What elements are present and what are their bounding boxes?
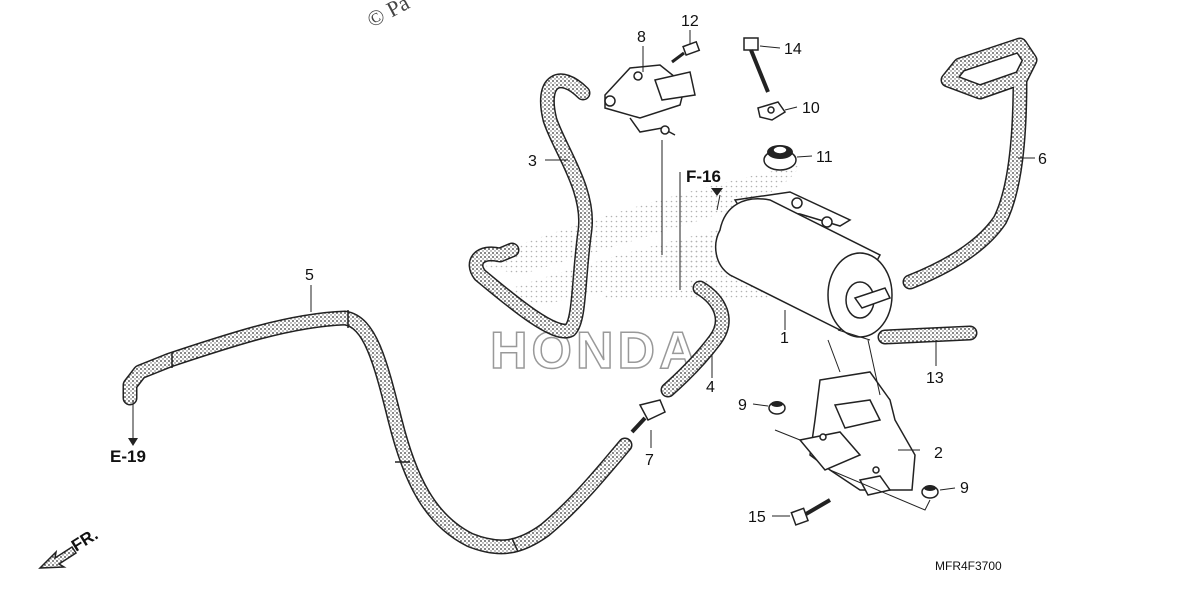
hose-4 <box>660 280 730 398</box>
callout-1: 1 <box>780 330 789 347</box>
callout-10: 10 <box>802 100 820 117</box>
figure-code: MFR4F3700 <box>935 559 1002 573</box>
hose-6 <box>902 37 1038 290</box>
front-direction-arrow-icon <box>38 545 78 569</box>
reference-f16: F-16 <box>686 167 721 186</box>
callout-11: 11 <box>816 149 833 166</box>
callout-12: 12 <box>681 13 699 30</box>
hose-5 <box>122 310 633 555</box>
bolt-14 <box>743 37 770 93</box>
brand-watermark: HONDA <box>490 322 701 380</box>
e19-arrow-icon <box>128 438 138 446</box>
callout-7: 7 <box>645 452 654 469</box>
joint-7 <box>630 399 666 434</box>
callout-14: 14 <box>784 41 802 58</box>
callout-13: 13 <box>926 370 944 387</box>
f16-arrow-icon <box>711 188 723 196</box>
bolt-12 <box>671 40 701 64</box>
solenoid-valve-8 <box>604 64 696 136</box>
grommet-11 <box>763 145 797 171</box>
canister-1 <box>714 191 893 341</box>
hose-3 <box>468 73 594 339</box>
callout-2: 2 <box>934 445 943 462</box>
grommet-9-lower <box>921 485 939 499</box>
callout-5: 5 <box>305 267 314 284</box>
bolt-15 <box>790 498 832 526</box>
grommet-9-upper <box>768 401 786 415</box>
copyright-watermark: © Pa <box>363 0 414 32</box>
bracket-2 <box>798 371 916 496</box>
callout-6: 6 <box>1038 151 1047 168</box>
callout-9-upper: 9 <box>738 397 747 414</box>
callout-9-lower: 9 <box>960 480 969 497</box>
hose-13 <box>877 325 978 345</box>
washer-10 <box>757 101 787 121</box>
callout-4: 4 <box>706 379 715 396</box>
leader-lines <box>132 30 1035 517</box>
callout-15: 15 <box>748 509 766 526</box>
callout-8: 8 <box>637 29 646 46</box>
reference-e19: E-19 <box>110 447 146 466</box>
callout-3: 3 <box>528 153 537 170</box>
